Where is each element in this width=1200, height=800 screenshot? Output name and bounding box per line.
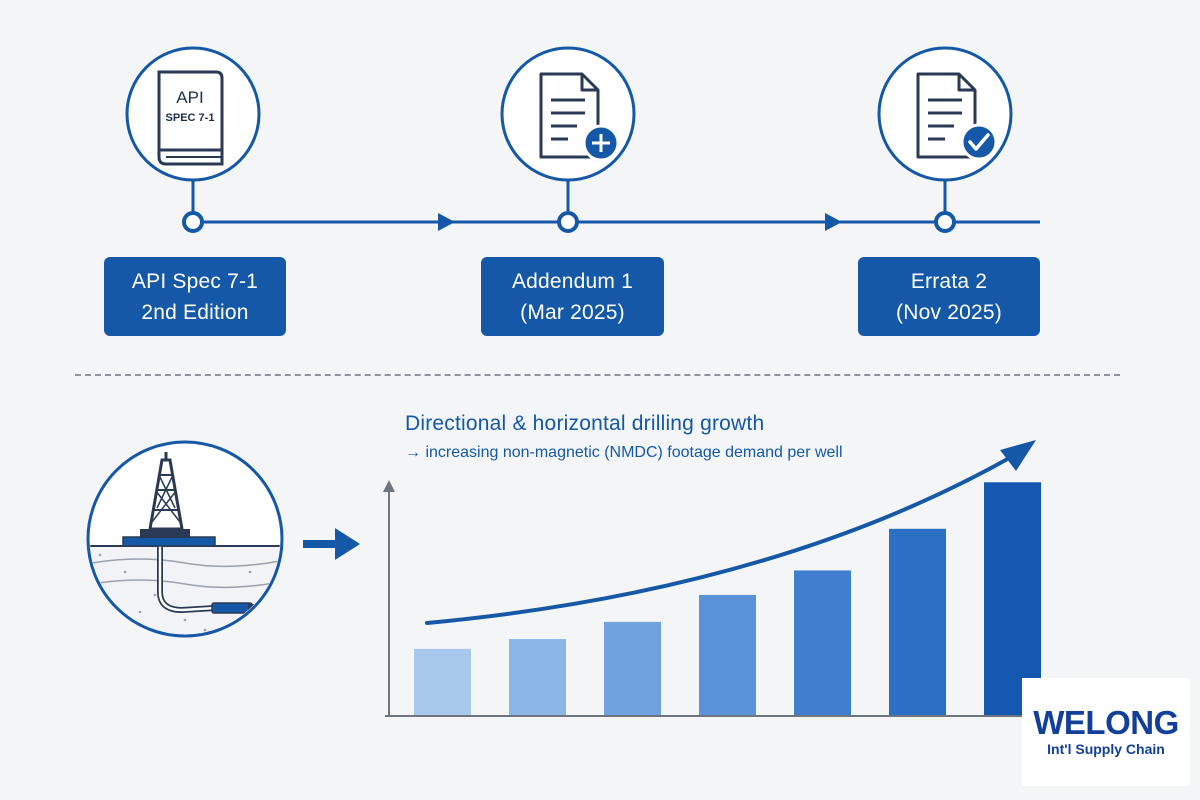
book-label-api: API: [176, 88, 203, 107]
milestone-1: API SPEC 7-1: [125, 46, 261, 233]
connector-arrow-icon: [303, 528, 360, 560]
milestone-1-title: API Spec 7-1: [131, 269, 259, 293]
chart-y-axis-arrow: [383, 480, 395, 492]
chart-bars: [414, 482, 1041, 715]
document-plus-icon: [539, 72, 620, 162]
milestone-2-detail: (Mar 2025): [520, 300, 625, 324]
trend-curve: [425, 450, 1022, 625]
trend-arrowhead-icon: [1000, 440, 1036, 471]
chart-bar-5: [794, 570, 851, 715]
timeline-arrow-1: [438, 213, 455, 231]
logo-wordmark: WELONG: [1033, 704, 1179, 741]
logo-tagline: Int'l Supply Chain: [1047, 741, 1165, 757]
milestone-1-detail: 2nd Edition: [141, 300, 249, 324]
welong-logo: WELONG Int'l Supply Chain: [1022, 678, 1190, 786]
section-divider: [75, 374, 1120, 376]
chart-bar-6: [889, 528, 946, 715]
timeline-node-3: [934, 211, 956, 233]
milestone-2-title: Addendum 1: [511, 269, 634, 293]
drilling-rig-icon: [86, 440, 284, 638]
book-icon: API SPEC 7-1: [157, 70, 224, 166]
milestone-3: [877, 46, 1013, 233]
chart-bar-1: [414, 648, 471, 715]
chart-bar-2: [509, 639, 566, 715]
chart-bar-3: [604, 621, 661, 715]
chart-bar-7: [984, 482, 1041, 715]
growth-subtitle: → increasing non-magnetic (NMDC) footage…: [405, 444, 843, 461]
milestone-3-detail: (Nov 2025): [896, 300, 1002, 324]
document-check-icon: [916, 72, 998, 161]
book-label-spec: SPEC 7-1: [166, 112, 215, 124]
growth-title: Directional & horizontal drilling growth: [405, 412, 765, 435]
timeline-node-2: [557, 211, 579, 233]
milestone-1-label: API Spec 7-1 2nd Edition: [104, 257, 286, 336]
timeline-arrow-2: [825, 213, 842, 231]
milestone-2: [500, 46, 636, 233]
milestone-3-title: Errata 2: [910, 269, 988, 293]
milestone-2-label: Addendum 1 (Mar 2025): [481, 257, 664, 336]
milestone-3-label: Errata 2 (Nov 2025): [858, 257, 1040, 336]
chart-bar-4: [699, 594, 756, 715]
timeline-node-1: [182, 211, 204, 233]
